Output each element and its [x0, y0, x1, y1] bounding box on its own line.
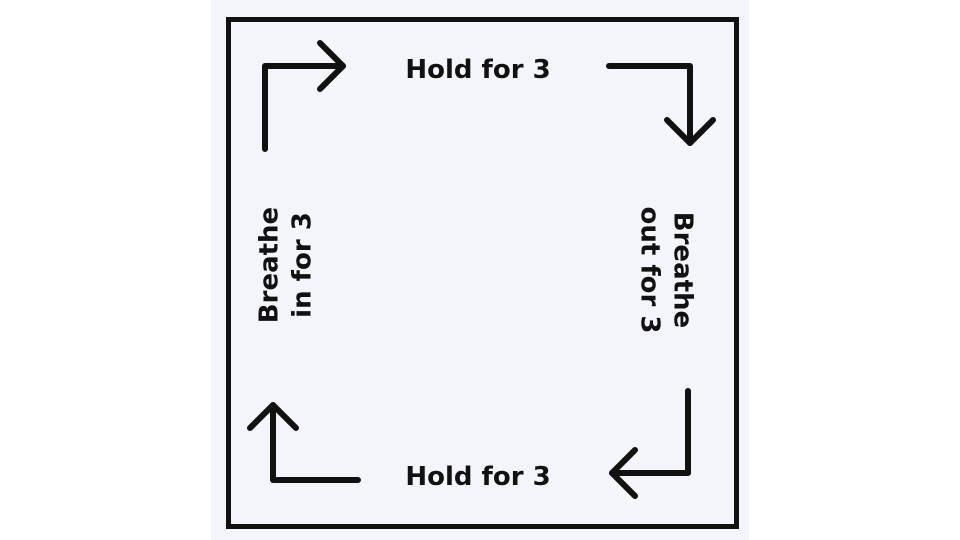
corner-arrow-left-icon: [609, 388, 691, 499]
breathe-in-line-1: Breathe: [254, 206, 285, 324]
corner-arrow-right-icon: [262, 40, 346, 152]
breathe-out-line-1: Breathe: [667, 211, 698, 329]
breathe-out-label: Breathe out for 3: [634, 207, 699, 334]
corner-arrow-down-icon: [606, 63, 716, 146]
corner-arrow-up-icon: [247, 402, 361, 483]
hold-bottom-label: Hold for 3: [405, 462, 551, 492]
breathe-in-line-2: in for 3: [287, 212, 317, 318]
box-breathing-frame: [226, 17, 739, 529]
diagram-panel: [211, 0, 749, 540]
hold-top-label: Hold for 3: [405, 55, 551, 85]
breathe-out-line-2: out for 3: [635, 206, 665, 334]
breathe-in-label: Breathe in for 3: [254, 207, 319, 323]
